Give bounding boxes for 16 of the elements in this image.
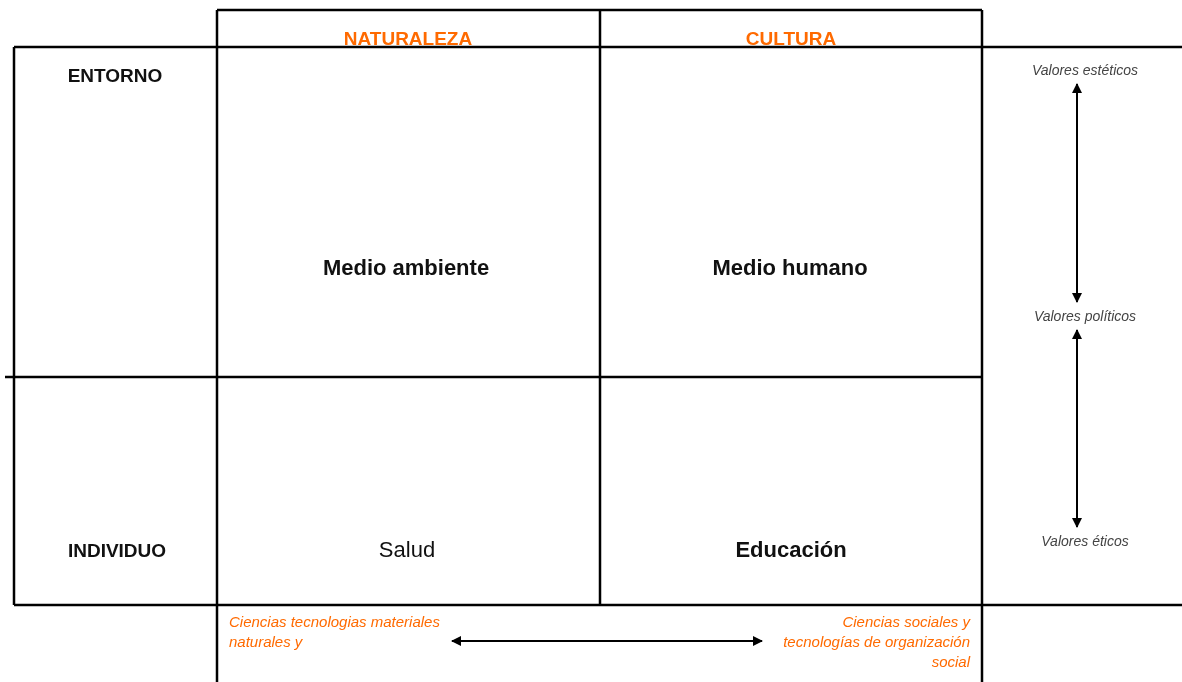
discipline-label: Ciencias tecnologias materiales naturales y xyxy=(229,612,444,652)
value-label: Valores éticos xyxy=(1041,533,1129,549)
cell-text: Salud xyxy=(378,537,436,563)
cell-text: Educación xyxy=(735,537,847,563)
value-label: Valores políticos xyxy=(1033,308,1137,324)
double-arrow xyxy=(451,636,763,646)
cell-text: Medio ambiente xyxy=(322,255,490,281)
double-arrow xyxy=(1072,329,1082,528)
column-heading: NATURALEZA xyxy=(343,28,473,50)
value-label: Valores estéticos xyxy=(1031,62,1139,78)
discipline-label: Ciencias sociales y tecnologías de organización social xyxy=(770,612,970,672)
column-heading: CULTURA xyxy=(745,28,837,50)
row-heading: ENTORNO xyxy=(67,65,163,87)
cell-text: Medio humano xyxy=(712,255,868,281)
row-heading: INDIVIDUO xyxy=(67,540,167,562)
double-arrow xyxy=(1072,83,1082,303)
